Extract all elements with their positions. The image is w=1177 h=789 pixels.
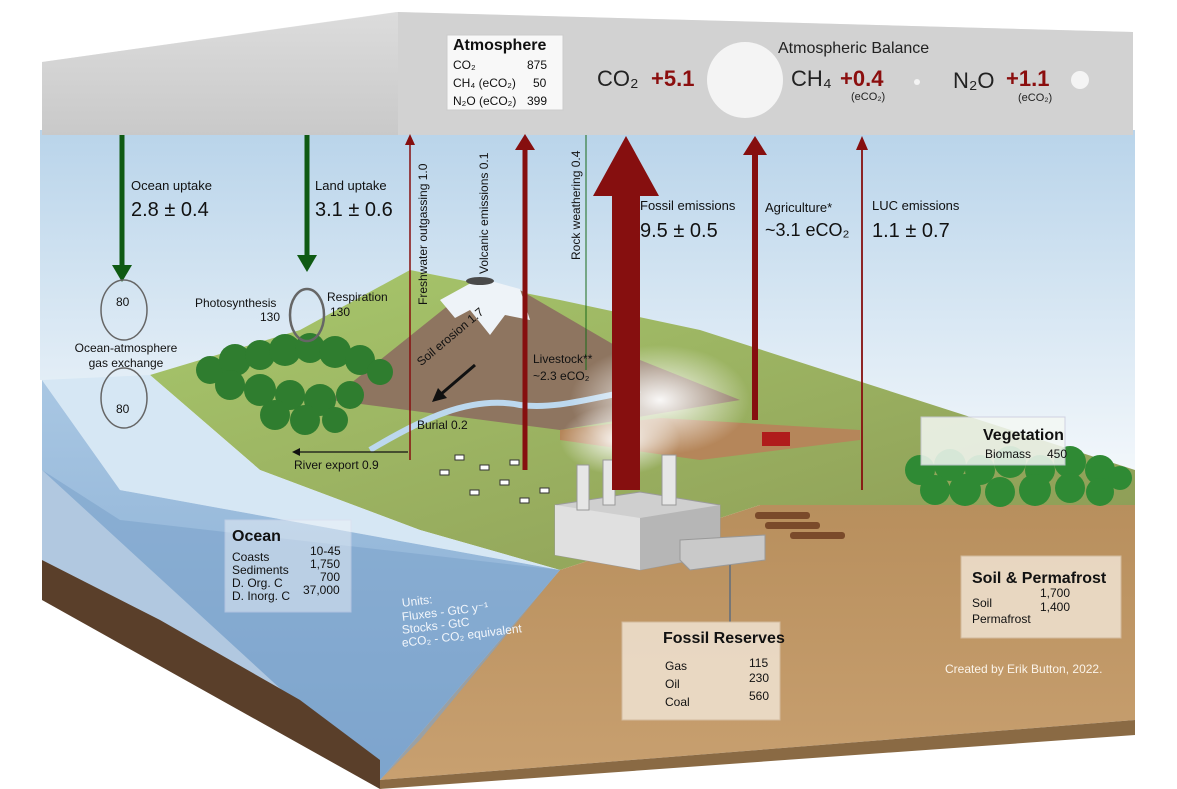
fossil-emissions-value: 9.5 ± 0.5 bbox=[640, 220, 718, 242]
volcanic-arrowhead bbox=[515, 134, 535, 150]
fossil-coal-value: 560 bbox=[749, 689, 770, 703]
land-uptake-arrowhead bbox=[297, 255, 317, 272]
ocean-exchange-bottom-value: 80 bbox=[116, 402, 130, 416]
n2o-balance-circle bbox=[1071, 71, 1089, 89]
agriculture-label: Agriculture* bbox=[765, 200, 833, 215]
respiration-value: 130 bbox=[330, 305, 351, 319]
ocean-dinorgc-value: 37,000 bbox=[303, 583, 340, 597]
ocean-sediments-value: 1,750 bbox=[310, 557, 341, 571]
ocean-deep bbox=[42, 470, 560, 780]
atmosphere-band-left bbox=[42, 12, 398, 135]
balance-n2o-unit: (eCO₂) bbox=[1018, 92, 1053, 104]
livestock-herd bbox=[439, 454, 550, 504]
ocean-dorgc-value: 700 bbox=[320, 570, 341, 584]
ocean-exchange-top-value: 80 bbox=[116, 295, 130, 309]
photosynthesis-loop bbox=[288, 287, 326, 343]
livestock-label: Livestock** bbox=[533, 352, 593, 366]
soil-erosion-arrow bbox=[439, 363, 476, 397]
soil-value: 1,700 bbox=[1040, 586, 1071, 600]
freshwater-outgassing-arrowhead bbox=[405, 134, 415, 145]
ocean-uptake-arrowhead bbox=[112, 265, 132, 282]
ocean-coasts-value: 10-45 bbox=[310, 544, 341, 558]
balance-ch4-unit: (eCO₂) bbox=[851, 91, 886, 103]
fossil-box-title: Fossil Reserves bbox=[663, 630, 785, 647]
balance-n2o-label: N₂O bbox=[953, 68, 995, 93]
land-uptake-label: Land uptake bbox=[315, 178, 387, 193]
mountain-snowcap bbox=[440, 278, 530, 335]
atmosphere-co2-value: 875 bbox=[527, 58, 548, 72]
photosynthesis-value: 130 bbox=[260, 310, 281, 324]
livestock-value: ~2.3 eCO₂ bbox=[533, 369, 590, 383]
atmosphere-ch4-value: 50 bbox=[533, 76, 547, 90]
tractor bbox=[762, 432, 790, 446]
ocean-dorgc-label: D. Org. C bbox=[232, 576, 283, 590]
atmosphere-n2o-value: 399 bbox=[527, 94, 548, 108]
vegetation-box-title: Vegetation bbox=[983, 427, 1064, 444]
ocean-exchange-loop-top bbox=[100, 279, 148, 341]
burial-label: Burial 0.2 bbox=[417, 418, 468, 432]
atmosphere-co2-label: CO₂ bbox=[453, 58, 476, 72]
ocean-exchange-label: Ocean-atmosphere gas exchange bbox=[74, 341, 178, 370]
ocean-sediments-label: Sediments bbox=[232, 563, 289, 577]
soil-box-title: Soil & Permafrost bbox=[972, 570, 1107, 587]
ocean-dinorgc-label: D. Inorg. C bbox=[232, 589, 291, 603]
luc-emissions-label: LUC emissions bbox=[872, 198, 960, 213]
vegetation-box-bg bbox=[920, 416, 1066, 466]
ocean-box-title: Ocean bbox=[232, 528, 281, 545]
biomass-label: Biomass bbox=[985, 447, 1032, 461]
river-export-label: River export 0.9 bbox=[294, 458, 379, 472]
freshwater-outgassing-label: Freshwater outgassing 1.0 bbox=[416, 163, 430, 305]
permafrost-label: Permafrost bbox=[972, 612, 1031, 626]
atmosphere-title: Atmosphere bbox=[453, 37, 547, 54]
ocean-exchange-loop-bottom bbox=[100, 367, 148, 429]
balance-n2o-value: +1.1 bbox=[1006, 66, 1050, 91]
ch4-balance-circle bbox=[914, 79, 920, 85]
volcanic-emissions-label: Volcanic emissions 0.1 bbox=[477, 152, 491, 274]
fossil-box-bg bbox=[621, 621, 781, 721]
luc-arrowhead bbox=[856, 136, 868, 150]
biomass-value: 450 bbox=[1047, 447, 1068, 461]
ocean-uptake-label: Ocean uptake bbox=[131, 178, 212, 193]
fossil-emissions-label: Fossil emissions bbox=[640, 198, 736, 213]
balance-ch4-label: CH₄ bbox=[791, 66, 832, 91]
fossil-emissions-arrow bbox=[593, 136, 659, 490]
atmosphere-n2o-label: N₂O (eCO₂) bbox=[453, 94, 517, 108]
seafloor bbox=[42, 560, 380, 789]
luc-emissions-value: 1.1 ± 0.7 bbox=[872, 220, 950, 242]
co2-balance-circle bbox=[707, 42, 783, 118]
atmosphere-box-bg bbox=[446, 34, 564, 111]
ocean-top bbox=[42, 375, 560, 570]
balance-ch4-value: +0.4 bbox=[840, 66, 884, 91]
rock-weathering-label: Rock weathering 0.4 bbox=[569, 150, 583, 260]
fossil-gas-value: 115 bbox=[749, 656, 769, 670]
fossil-oil-value: 230 bbox=[749, 671, 770, 685]
land-uptake-value: 3.1 ± 0.6 bbox=[315, 199, 393, 221]
fossil-gas-label: Gas bbox=[665, 659, 688, 673]
power-plant bbox=[554, 454, 766, 622]
soil-label: Soil bbox=[972, 596, 993, 610]
balance-co2-label: CO₂ bbox=[597, 66, 639, 91]
soil-bottom-edge bbox=[380, 720, 1135, 789]
fossil-oil-label: Oil bbox=[665, 677, 680, 691]
fossil-coal-label: Coal bbox=[665, 695, 690, 709]
balance-title: Atmospheric Balance bbox=[778, 40, 930, 57]
atmosphere-ch4-label: CH₄ (eCO₂) bbox=[453, 76, 516, 90]
ocean-box-bg bbox=[224, 519, 352, 613]
permafrost-value: 1,400 bbox=[1040, 600, 1071, 614]
credit-text: Created by Erik Button, 2022. bbox=[945, 662, 1103, 676]
ocean-coasts-label: Coasts bbox=[232, 550, 270, 564]
agriculture-value: ~3.1 eCO₂ bbox=[765, 220, 850, 240]
volcano-crater bbox=[466, 277, 494, 285]
soil-box-bg bbox=[960, 555, 1122, 639]
felled-logs bbox=[755, 512, 845, 539]
river-export-arrowhead bbox=[292, 448, 300, 456]
balance-co2-value: +5.1 bbox=[651, 66, 695, 91]
ocean-uptake-value: 2.8 ± 0.4 bbox=[131, 199, 209, 221]
photosynthesis-label: Photosynthesis bbox=[195, 296, 277, 310]
agriculture-arrowhead bbox=[743, 136, 767, 155]
respiration-label: Respiration bbox=[327, 290, 388, 304]
coastal-forest bbox=[196, 333, 393, 435]
soil-erosion-arrowhead bbox=[432, 388, 447, 402]
